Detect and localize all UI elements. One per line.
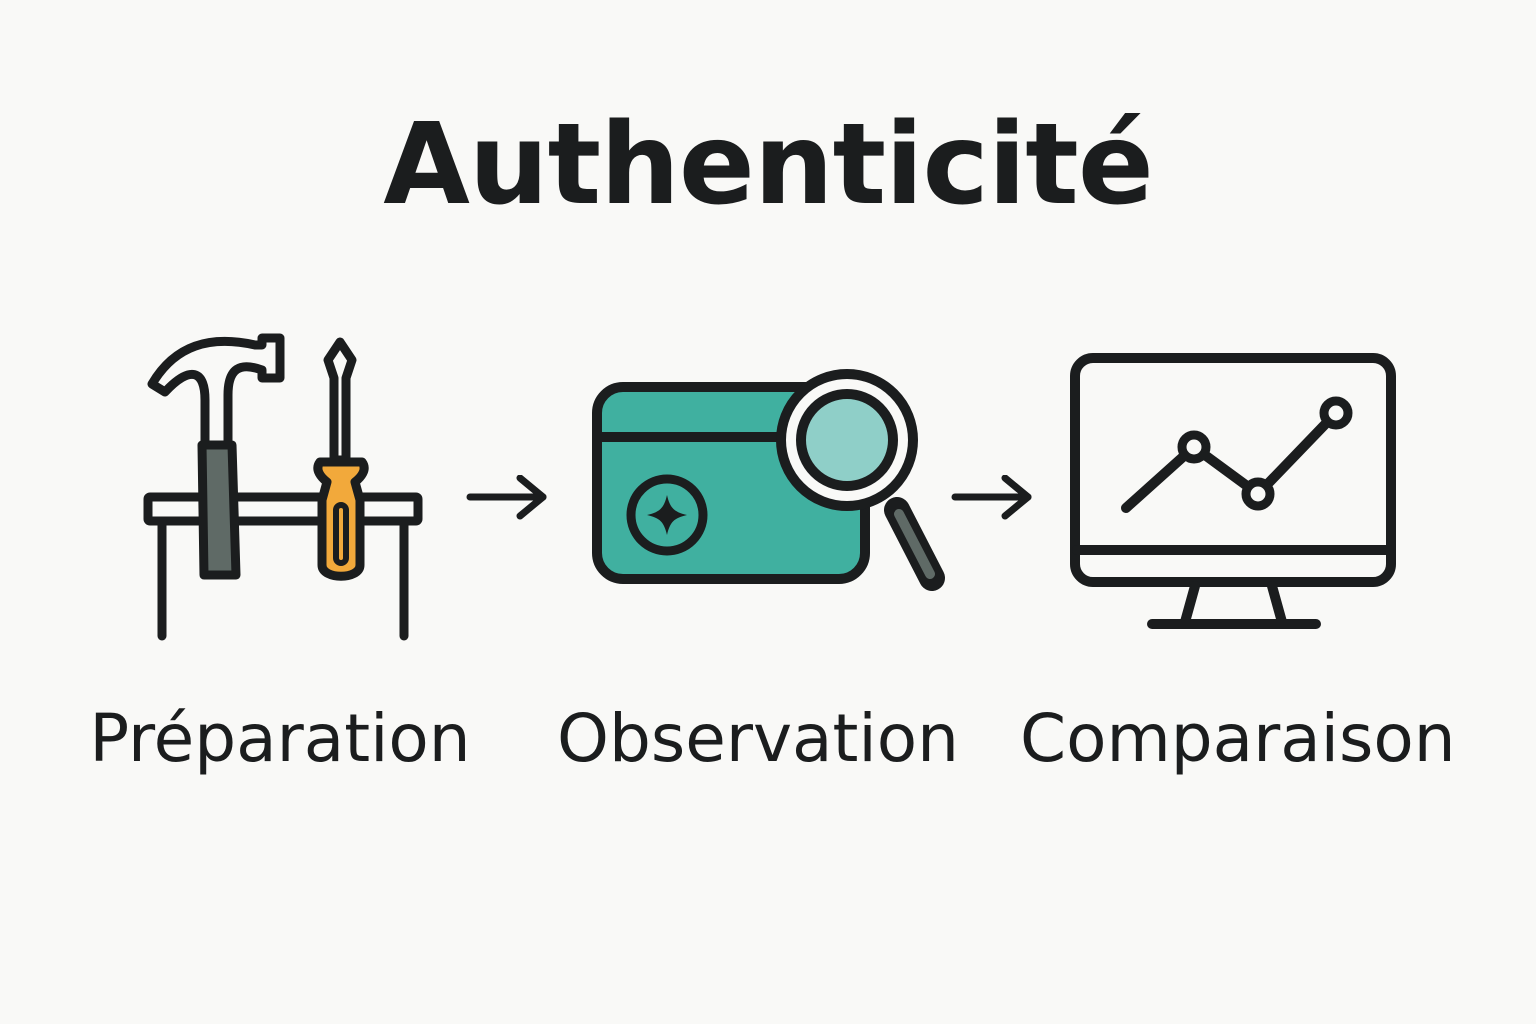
tools-on-workbench-icon bbox=[143, 333, 423, 641]
arrow-right-icon bbox=[951, 475, 1032, 520]
arrow-right-icon bbox=[466, 475, 547, 520]
card-with-magnifier-icon bbox=[592, 369, 945, 591]
step-label-preparation: Préparation bbox=[89, 700, 471, 777]
step-label-observation: Observation bbox=[557, 700, 959, 777]
step-label-comparaison: Comparaison bbox=[1020, 700, 1456, 777]
monitor-line-chart-icon bbox=[1070, 353, 1396, 629]
diagram-title: Authenticité bbox=[383, 100, 1154, 230]
